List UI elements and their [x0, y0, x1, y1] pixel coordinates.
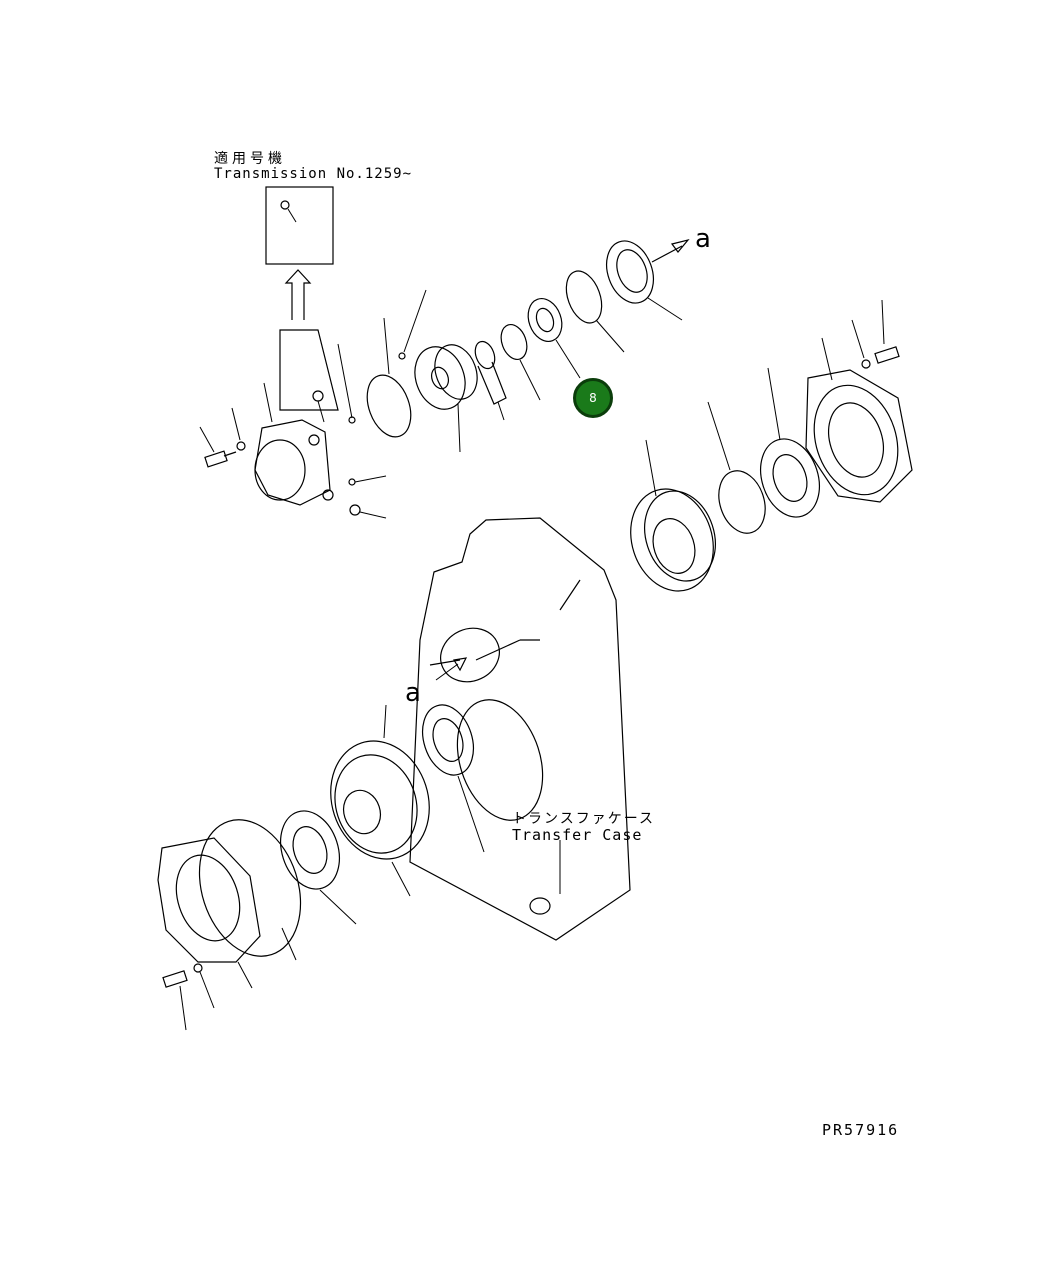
reference-mark-a-upper: a	[695, 224, 711, 254]
applicability-label-jp: 適用号機	[214, 151, 286, 167]
reference-arrow-a-lower	[383, 657, 468, 739]
reference-mark-a-lower: a	[405, 678, 421, 708]
applicability-inset	[265, 186, 334, 320]
upper-shaft-parts	[366, 238, 690, 453]
transfer-case-housing	[409, 517, 631, 941]
part-callout-8[interactable]: 8	[573, 378, 613, 418]
applicability-label-en: Transmission No.1259~	[214, 166, 413, 182]
lower-gear-group	[157, 704, 485, 1031]
drawing-number: PR57916	[822, 1121, 900, 1139]
transfer-case-label-jp: トランスファケース	[512, 811, 656, 827]
right-gear-group	[630, 299, 913, 592]
cover-plate-assembly	[199, 329, 387, 519]
transfer-case-label-en: Transfer Case	[512, 826, 643, 844]
